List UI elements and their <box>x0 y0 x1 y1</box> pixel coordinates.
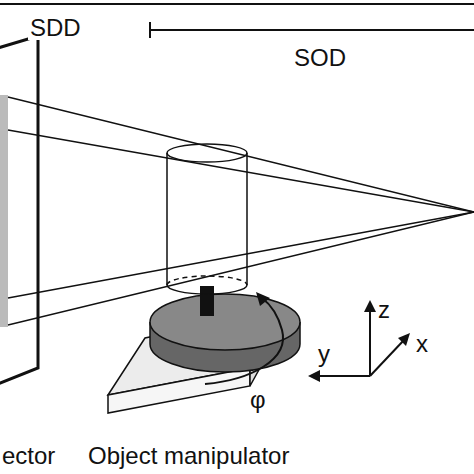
cylinder-sample <box>167 144 247 294</box>
axis-label: x <box>416 332 428 356</box>
detector-frame <box>0 36 38 384</box>
part-label: Object manipulator <box>88 444 289 468</box>
detector-face <box>0 95 8 327</box>
angle-label: φ <box>250 388 266 412</box>
coordinate-axes <box>308 300 410 382</box>
sample-holder <box>200 286 214 316</box>
dimension-label: SOD <box>292 46 348 70</box>
sdd-line <box>0 3 474 5</box>
rotation-stage <box>150 294 300 372</box>
part-label: ector <box>2 444 55 468</box>
sod-line <box>150 29 474 31</box>
dimension-label: SDD <box>28 16 83 40</box>
rotation-arrow <box>205 292 283 384</box>
ray-lines <box>8 97 474 325</box>
axis-label: y <box>318 342 330 366</box>
axis-label: z <box>378 298 390 322</box>
